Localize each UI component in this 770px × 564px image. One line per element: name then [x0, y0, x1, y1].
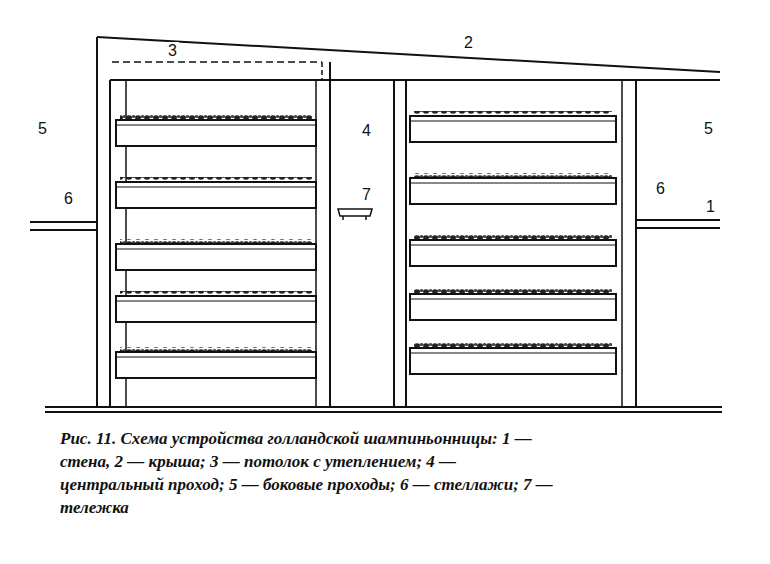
shelf-tray	[410, 294, 616, 320]
tray-rim	[410, 121, 616, 122]
callout-number: 5	[702, 120, 715, 138]
tray-rim	[410, 183, 616, 184]
callout-number: 5	[36, 120, 49, 138]
shelf-tray	[410, 178, 616, 204]
tray-rim	[116, 125, 316, 126]
shelf-tray	[116, 352, 316, 378]
callout-number: 4	[360, 122, 373, 140]
callout-number: 6	[654, 180, 667, 198]
tray-rim	[116, 187, 316, 188]
tray-rim	[116, 249, 316, 250]
callout-number: 7	[360, 186, 373, 204]
tray-rim	[116, 357, 316, 358]
tray-rim	[410, 353, 616, 354]
callout-number: 3	[166, 42, 179, 60]
shelf-tray	[116, 120, 316, 146]
shelf-tray	[410, 116, 616, 142]
tray-rim	[116, 301, 316, 302]
shelf-tray	[410, 348, 616, 374]
callout-number: 6	[62, 190, 75, 208]
shelf-tray	[116, 182, 316, 208]
figure-caption: Рис. 11. Схема устройства голландской ша…	[60, 428, 560, 520]
shelf-tray	[116, 296, 316, 322]
callout-number: 1	[704, 198, 717, 216]
shelf-tray	[116, 244, 316, 270]
tray-rim	[410, 245, 616, 246]
callout-number: 2	[462, 34, 475, 52]
shelf-tray	[410, 240, 616, 266]
tray-rim	[410, 299, 616, 300]
